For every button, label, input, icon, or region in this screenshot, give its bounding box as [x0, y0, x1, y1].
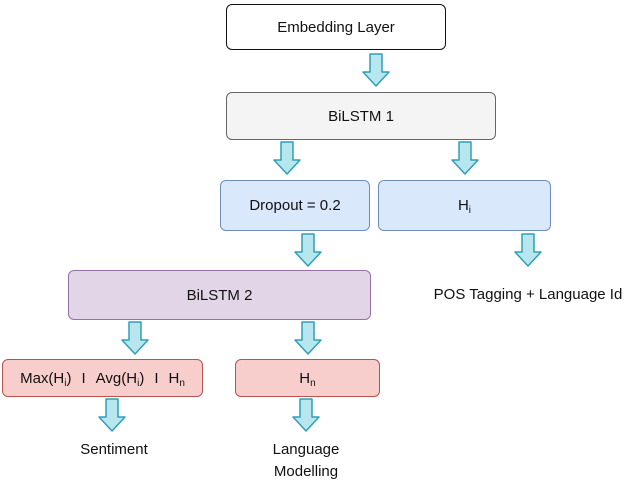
lm-output-label-line1: Language	[272, 441, 340, 458]
bilstm1-label: BiLSTM 1	[328, 107, 394, 125]
arrow-hn-to-lm	[292, 398, 320, 432]
sentiment-output-label: Sentiment	[80, 441, 148, 458]
bilstm2-node: BiLSTM 2	[68, 270, 371, 320]
hn-node: Hn	[235, 359, 380, 397]
arrow-bilstm1-to-dropout	[273, 141, 301, 175]
arrow-bilstm1-to-hi	[451, 141, 479, 175]
lm-output-label-line2: Modelling	[273, 463, 339, 480]
dropout-label: Dropout = 0.2	[249, 197, 341, 214]
hn-label: Hn	[299, 369, 316, 389]
arrow-hi-to-pos	[514, 233, 542, 267]
hi-label: Hi	[457, 197, 472, 216]
dropout-node: Dropout = 0.2	[220, 180, 370, 231]
bilstm2-label: BiLSTM 2	[186, 286, 253, 304]
arrow-bilstm2-to-hn	[294, 321, 322, 355]
embedding-layer-label: Embedding Layer	[277, 18, 395, 36]
bilstm1-node: BiLSTM 1	[226, 92, 496, 140]
hi-node: Hi	[378, 180, 551, 231]
embedding-layer-node: Embedding Layer	[226, 4, 446, 50]
arrow-bilstm2-to-pooling	[121, 321, 149, 355]
pos-output-label: POS Tagging + Language Id	[433, 286, 623, 303]
arrow-pooling-to-sentiment	[98, 398, 126, 432]
arrow-dropout-to-bilstm2	[294, 233, 322, 267]
arrow-embedding-to-bilstm1	[362, 53, 390, 87]
